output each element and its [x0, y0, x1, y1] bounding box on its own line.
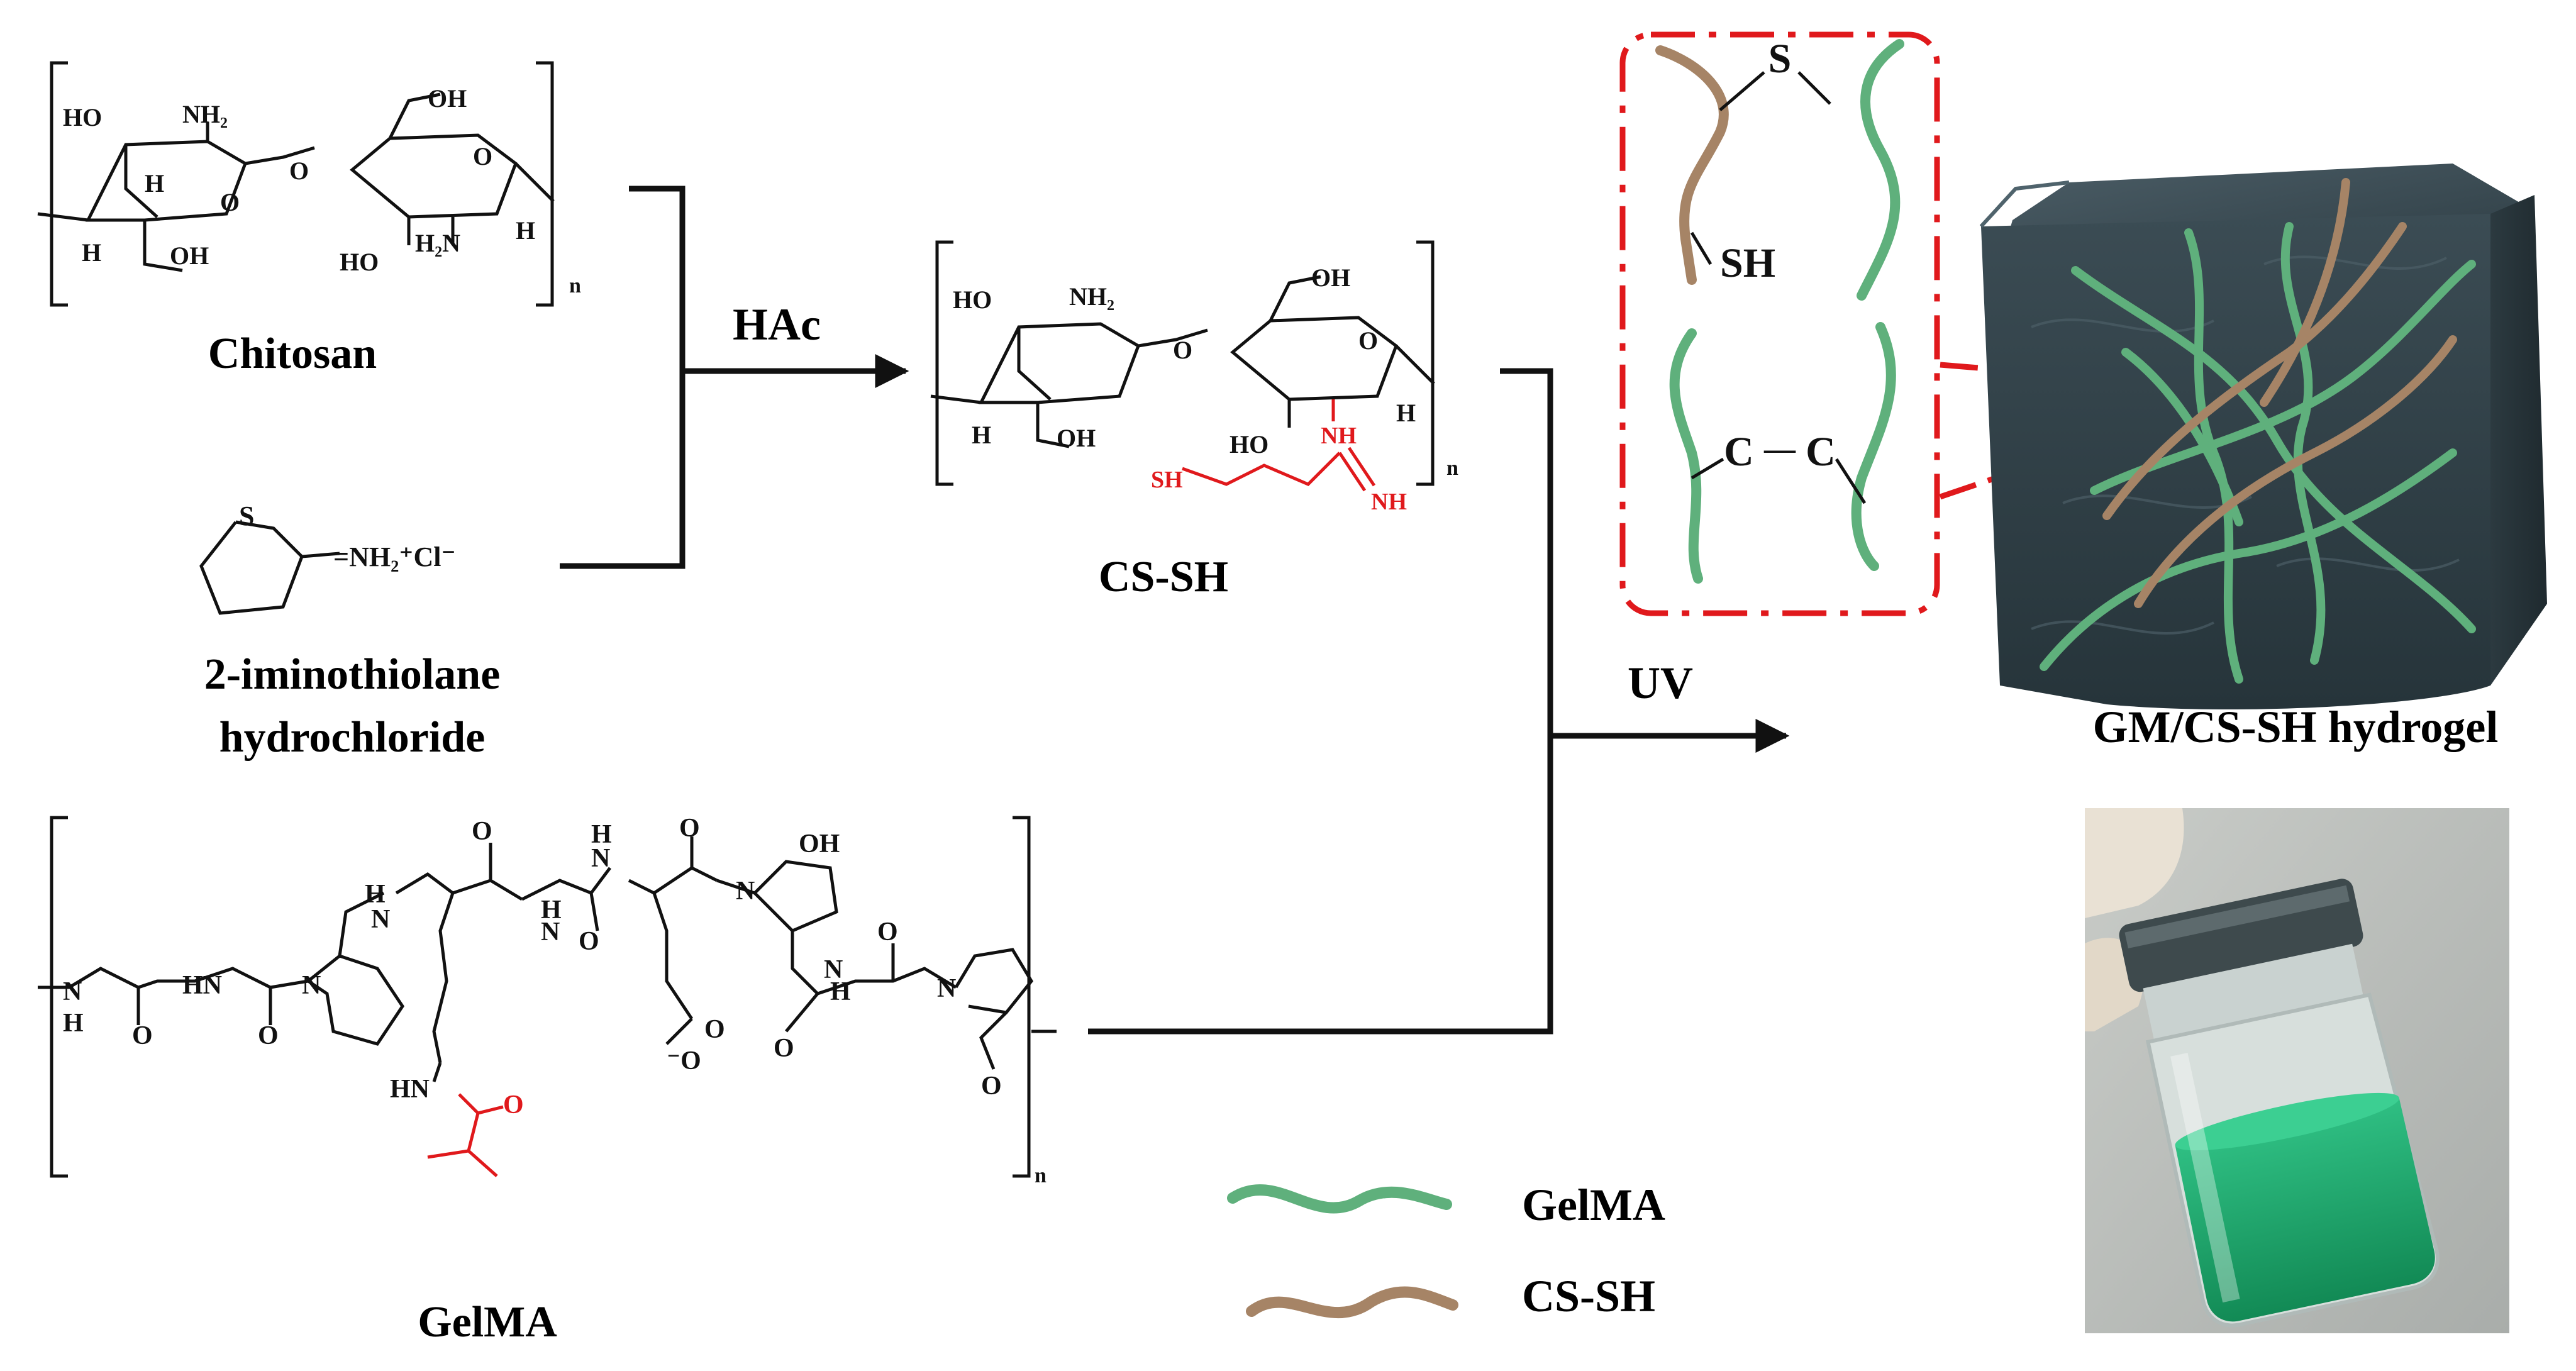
svg-text:OH: OH: [170, 241, 209, 270]
iminothiolane-label-line1: 2-iminothiolane: [204, 650, 501, 699]
svg-text:OH: OH: [799, 830, 840, 858]
svg-text:O: O: [774, 1034, 794, 1063]
gelma-red-o: O: [503, 1091, 524, 1119]
svg-text:N: N: [591, 844, 610, 873]
legend-label-gelma: GelMA: [1522, 1180, 1665, 1230]
cs-sh-atoms: HO NH₂ O OH O OH HO H H n: [953, 264, 1458, 480]
svg-text:H: H: [145, 169, 164, 197]
svg-text:O: O: [258, 1021, 279, 1050]
svg-text:O: O: [132, 1021, 153, 1050]
svg-text:H: H: [541, 896, 562, 924]
iminothiolane-label-line2: hydrochloride: [219, 713, 486, 762]
svg-text:O: O: [679, 814, 700, 843]
svg-text:H: H: [1396, 399, 1416, 427]
gelma-structure: [38, 816, 1057, 1178]
iminothiolane-structure: [199, 520, 340, 615]
cs-sh-label: CS-SH: [1099, 553, 1228, 601]
svg-text:N: N: [937, 974, 956, 1003]
hydrogel-label: GM/CS-SH hydrogel: [2093, 702, 2499, 752]
svg-text:n: n: [569, 274, 581, 297]
svg-text:S: S: [239, 501, 254, 531]
svg-text:O: O: [473, 142, 492, 170]
svg-text:—: —: [1763, 431, 1796, 466]
cs-sh-structure: [930, 240, 1435, 486]
cs-sh-thiol-arm: [1182, 399, 1376, 492]
svg-text:=NH₂⁺Cl⁻: =NH₂⁺Cl⁻: [333, 541, 456, 572]
svg-text:O: O: [877, 918, 898, 946]
gelma-atoms: N H HN O O N H N O H N H N O O N OH O H …: [63, 814, 1046, 1187]
svg-text:HN: HN: [390, 1075, 430, 1104]
svg-text:HO: HO: [63, 103, 102, 131]
svg-text:O: O: [1358, 326, 1378, 355]
crosslink-labels: S SH C — C: [1720, 36, 1836, 475]
svg-text:OH: OH: [1311, 264, 1350, 292]
svg-text:O: O: [472, 817, 492, 846]
hac-bracket: [560, 186, 909, 569]
gelma-methacrylamide: [427, 1093, 504, 1177]
svg-text:H: H: [516, 216, 535, 245]
legend-swatch-cs-sh: [1246, 1286, 1458, 1319]
legend-label-cs-sh: CS-SH: [1522, 1271, 1655, 1321]
svg-text:NH: NH: [1371, 489, 1407, 515]
svg-text:N: N: [371, 905, 390, 934]
svg-text:C: C: [1724, 429, 1754, 475]
svg-text:H: H: [63, 1009, 84, 1038]
svg-text:N: N: [736, 877, 755, 906]
svg-text:O: O: [289, 157, 309, 185]
svg-text:NH₂: NH₂: [182, 100, 228, 128]
svg-text:S: S: [1768, 36, 1792, 82]
svg-text:NH₂: NH₂: [1069, 282, 1114, 311]
svg-text:H: H: [591, 820, 612, 849]
crosslink-inset: [1619, 31, 1940, 616]
svg-text:H₂N: H₂N: [415, 229, 460, 257]
hac-label: HAc: [733, 299, 821, 350]
svg-text:O: O: [704, 1015, 725, 1044]
svg-text:C: C: [1806, 429, 1836, 475]
svg-text:HO: HO: [340, 248, 379, 276]
svg-text:⁻O: ⁻O: [667, 1046, 701, 1075]
chitosan-atoms: HO NH₂ O O OH O OH HO H₂N H H H n: [63, 84, 581, 297]
svg-text:O: O: [981, 1072, 1002, 1101]
svg-text:H: H: [365, 880, 386, 909]
svg-text:H: H: [830, 977, 851, 1006]
uv-bracket: [1088, 368, 1790, 1035]
hydrogel-cube: [1979, 164, 2547, 710]
svg-text:OH: OH: [428, 84, 467, 113]
svg-text:O: O: [220, 188, 240, 216]
svg-text:N: N: [63, 977, 82, 1006]
chitosan-structure: [37, 61, 555, 307]
gelma-label: GelMA: [418, 1298, 557, 1346]
chitosan-label: Chitosan: [208, 330, 377, 378]
legend-swatch-gelma: [1227, 1184, 1452, 1214]
svg-text:OH: OH: [1057, 424, 1096, 452]
cs-sh-red-atoms: NH NH SH: [1151, 423, 1407, 515]
svg-text:O: O: [579, 927, 599, 956]
legend: GelMA CS-SH: [1227, 1180, 1665, 1321]
svg-text:n: n: [1035, 1164, 1046, 1187]
svg-text:N: N: [541, 918, 560, 946]
uv-label: UV: [1628, 658, 1693, 708]
svg-text:HO: HO: [953, 286, 992, 314]
svg-text:SH: SH: [1151, 467, 1183, 493]
svg-text:O: O: [1173, 336, 1192, 364]
svg-text:H: H: [972, 421, 991, 449]
svg-text:N: N: [302, 971, 321, 1000]
iminothiolane-atoms: S =NH₂⁺Cl⁻: [239, 501, 456, 572]
svg-text:n: n: [1446, 457, 1458, 480]
svg-text:SH: SH: [1720, 240, 1775, 286]
svg-text:NH: NH: [1321, 423, 1357, 449]
hydrogel-vial-photo: [2085, 808, 2509, 1333]
svg-text:HN: HN: [182, 971, 222, 1000]
svg-text:HO: HO: [1230, 430, 1269, 458]
svg-text:H: H: [82, 238, 101, 267]
svg-text:N: N: [824, 955, 843, 984]
